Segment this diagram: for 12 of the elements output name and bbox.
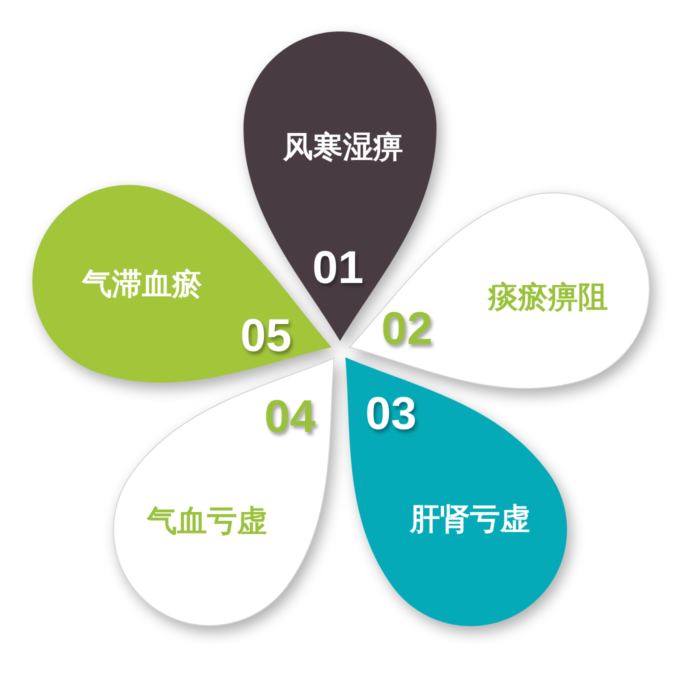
step-number: 05 bbox=[240, 310, 292, 360]
step-number: 03 bbox=[365, 388, 417, 438]
category-label: 风寒湿痹 bbox=[283, 130, 403, 166]
step-number: 04 bbox=[264, 392, 316, 440]
category-label: 肝肾亏虚 bbox=[410, 502, 530, 538]
step-number: 02 bbox=[381, 304, 433, 352]
teardrop-petal bbox=[113, 358, 335, 626]
teardrop-petal bbox=[345, 358, 567, 626]
step-number: 01 bbox=[312, 242, 364, 292]
category-label: 痰瘀痹阻 bbox=[488, 280, 608, 316]
category-label: 气血亏虚 bbox=[147, 504, 267, 540]
category-label: 气滞血瘀 bbox=[82, 268, 202, 302]
